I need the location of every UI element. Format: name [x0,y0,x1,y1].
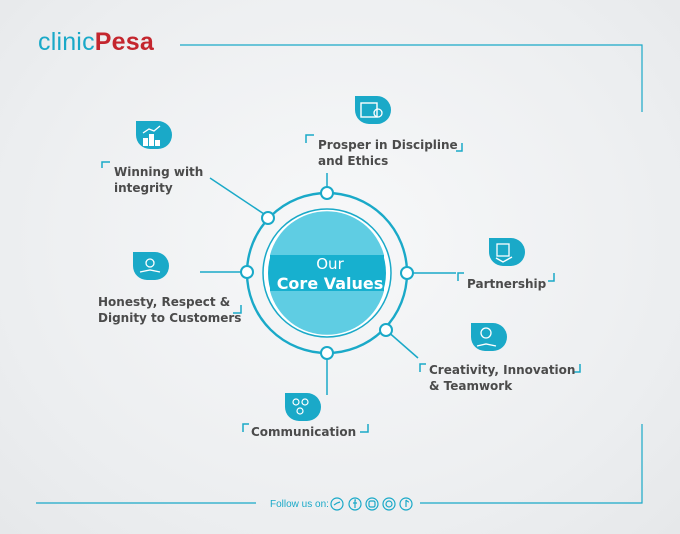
value-winning: Winning with integrity [114,164,203,196]
value-prosper-line2: and Ethics [318,154,389,168]
value-creativity-line2: & Teamwork [429,379,513,393]
lightbulb-hand-icon [471,323,507,351]
brand-part-2: Pesa [94,28,154,56]
value-partnership-line1: Partnership [467,277,547,291]
value-creativity: Creativity, Innovation & Teamwork [429,362,575,394]
brand-logo: clinicPesa [38,28,154,57]
center-title-line1: Our [316,255,344,273]
brand-part-1: clinic [38,28,95,56]
value-honesty-line2: Dignity to Customers [98,311,242,325]
core-values-hub [245,191,409,355]
value-creativity-line1: Creativity, Innovation [429,363,576,377]
value-partnership: Partnership [467,276,546,292]
value-honesty-line1: Honesty, Respect & [98,295,231,309]
instagram-icon[interactable] [365,497,379,511]
value-honesty: Honesty, Respect & Dignity to Customers [98,294,241,326]
facebook-icon[interactable] [348,497,362,511]
value-communication: Communication [251,424,356,440]
podium-growth-icon [136,121,172,149]
people-network-icon [285,393,321,421]
whatsapp-icon[interactable] [382,497,396,511]
hands-check-icon [133,252,169,280]
calendar-clock-icon [355,96,391,124]
value-prosper: Prosper in Discipline and Ethics [318,137,458,169]
social-icons [330,497,413,511]
twitter-icon[interactable] [330,497,344,511]
node-dots [240,186,414,360]
frame-lines [36,44,643,504]
label-brackets [101,134,581,433]
value-winning-line1: Winning with [114,165,204,179]
value-communication-line1: Communication [251,425,357,439]
value-prosper-line1: Prosper in Discipline [318,138,458,152]
connector-lines [200,173,456,395]
tiktok-icon[interactable] [399,497,413,511]
center-title-line2: Core Values [276,274,384,293]
follow-us-label: Follow us on: [270,499,329,510]
handshake-icon [489,238,525,266]
value-winning-line2: integrity [114,181,173,195]
